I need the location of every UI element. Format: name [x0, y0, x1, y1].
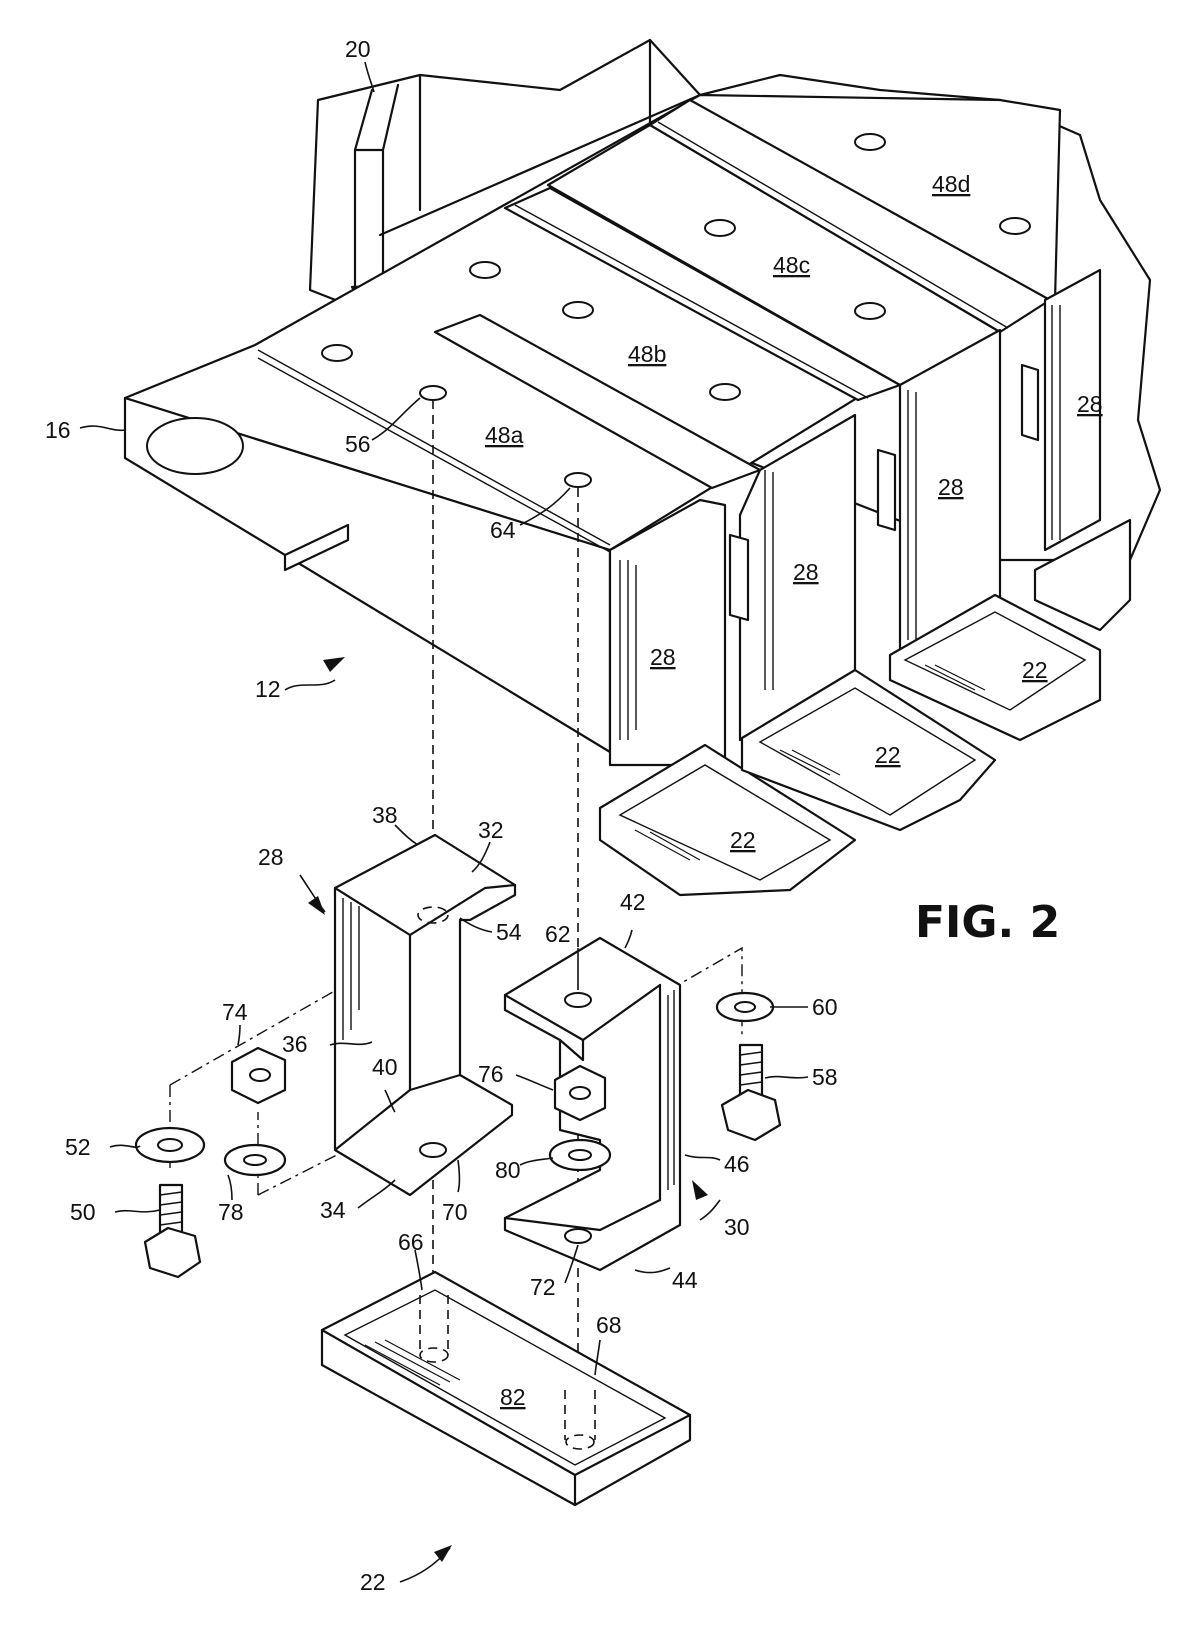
label-56: 56: [345, 431, 371, 457]
label-80: 80: [495, 1157, 521, 1183]
washer-80: [548, 1138, 612, 1172]
label-28-b: 28: [938, 474, 964, 500]
label-22-a: 22: [1022, 657, 1048, 683]
nut-76: [553, 1064, 607, 1122]
label-20: 20: [345, 36, 371, 62]
label-44: 44: [672, 1267, 698, 1293]
label-48c: 48c: [773, 252, 810, 278]
label-12: 12: [255, 676, 281, 702]
label-32: 32: [478, 817, 504, 843]
washer-52: [134, 1126, 206, 1164]
label-58: 58: [812, 1064, 838, 1090]
label-36: 36: [282, 1031, 308, 1057]
label-48d: 48d: [932, 171, 970, 197]
label-72: 72: [530, 1274, 556, 1300]
label-34: 34: [320, 1197, 346, 1223]
label-28-c: 28: [793, 559, 819, 585]
label-48a: 48a: [485, 422, 524, 448]
fasteners: [134, 991, 782, 1279]
label-46: 46: [724, 1151, 750, 1177]
label-28-d: 28: [650, 644, 676, 670]
label-28-e: 28: [258, 844, 284, 870]
bolt-58: [720, 1043, 782, 1142]
label-48b: 48b: [628, 341, 666, 367]
label-76: 76: [478, 1061, 504, 1087]
hanging-brackets: [608, 268, 1102, 767]
top-holes: [321, 133, 1031, 488]
label-68: 68: [596, 1312, 622, 1338]
label-42: 42: [620, 889, 646, 915]
label-38: 38: [372, 802, 398, 828]
label-70: 70: [442, 1199, 468, 1225]
leader-arrows: [308, 657, 708, 1562]
label-22-d: 22: [360, 1569, 386, 1595]
label-40: 40: [372, 1054, 398, 1080]
label-82: 82: [500, 1384, 526, 1410]
strap: [353, 83, 400, 292]
washer-78: [223, 1143, 287, 1177]
washer-60: [715, 991, 775, 1023]
pad-82: [320, 1270, 692, 1507]
label-52: 52: [65, 1134, 91, 1160]
label-60: 60: [812, 994, 838, 1020]
label-22-c: 22: [730, 827, 756, 853]
label-66: 66: [398, 1229, 424, 1255]
label-30: 30: [724, 1214, 750, 1240]
bracket-28: [333, 833, 517, 1197]
labels: 20 16 56 64 12 48d 48c 48b 48a 28 28 28 …: [45, 36, 1103, 1595]
upper-pads: [598, 518, 1132, 897]
label-22-b: 22: [875, 742, 901, 768]
figure-title: FIG. 2: [915, 897, 1060, 948]
nut-74: [230, 1046, 287, 1105]
bolt-50: [143, 1183, 202, 1279]
mounting-hole: [146, 417, 244, 475]
label-74: 74: [222, 999, 248, 1025]
label-64: 64: [490, 517, 516, 543]
label-28-a: 28: [1077, 391, 1103, 417]
label-78: 78: [218, 1199, 244, 1225]
label-50: 50: [70, 1199, 96, 1225]
label-54: 54: [496, 919, 522, 945]
upper-assembly: [123, 38, 1162, 897]
label-16: 16: [45, 417, 71, 443]
label-62: 62: [545, 921, 571, 947]
leader-lines: [79, 61, 809, 1583]
